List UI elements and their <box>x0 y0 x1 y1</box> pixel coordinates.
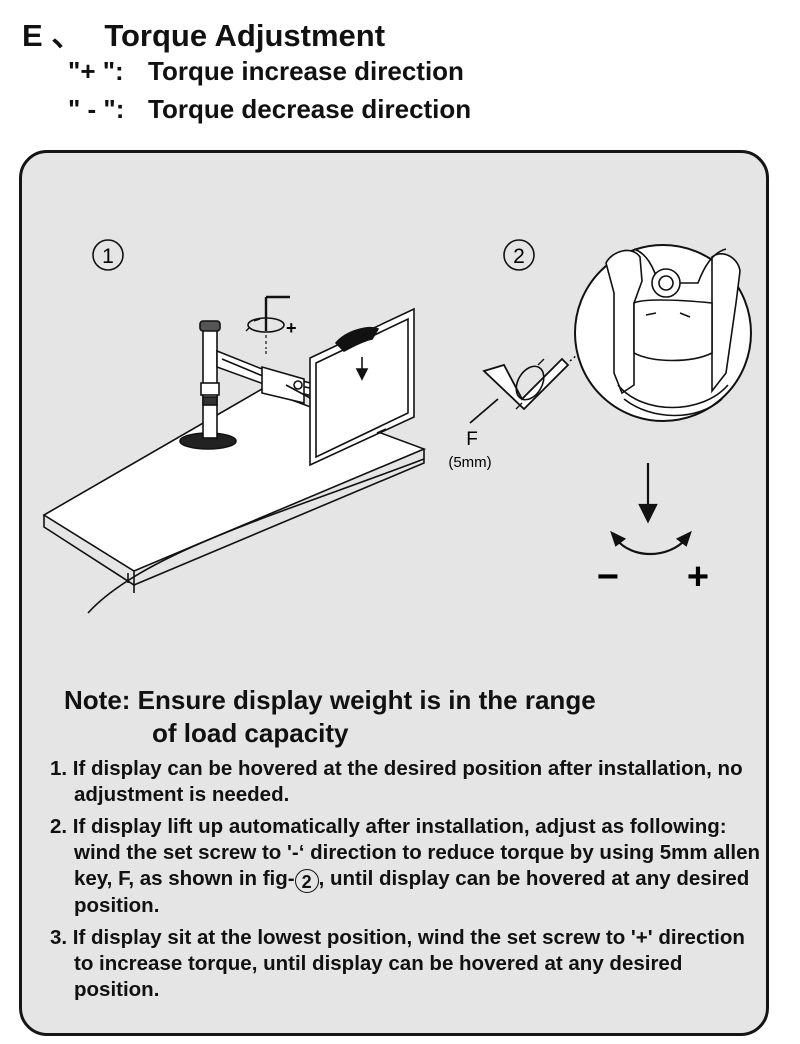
direction-minus-sign: − <box>597 556 619 598</box>
legend-symbol-minus: " - ": <box>68 94 125 124</box>
fig2-label-circle <box>503 239 535 271</box>
note-title: Note: Ensure display weight is in the ra… <box>64 684 596 750</box>
arm-plus-sign: + <box>286 318 297 338</box>
fig1-label-circle <box>92 239 124 271</box>
allen-key-icon <box>245 295 290 357</box>
monitor-arm-illustration <box>179 320 319 450</box>
legend-text-increase: Torque increase direction <box>148 56 464 86</box>
fig2-label-number: 2 <box>513 245 525 268</box>
tool-size-label: (5mm) <box>448 454 491 471</box>
fig1-label-number: 1 <box>102 245 114 268</box>
note-item-2-text-before: 2. If display lift up automatically afte… <box>50 815 761 890</box>
section-separator: 、 <box>51 18 83 53</box>
note-list: 1. If display can be hovered at the desi… <box>50 756 762 1009</box>
fig-ref-circle: 2 <box>294 869 319 893</box>
section-title-text: Torque Adjustment <box>104 18 386 53</box>
note-item-3: 3. If display sit at the lowest position… <box>50 926 745 1001</box>
note-item-2-text-after: , until display can be hovered at any de… <box>74 867 750 917</box>
note-item-2: 2. If display lift up automatically afte… <box>50 814 762 919</box>
monitor-illustration <box>309 307 415 467</box>
note-title-line2: of load capacity <box>152 718 349 748</box>
allen-key-f-icon <box>469 357 570 424</box>
torque-screw-detail <box>574 244 752 422</box>
instruction-panel: 1 <box>19 150 769 1036</box>
direction-plus-sign: + <box>687 556 709 598</box>
torque-direction-indicator <box>610 463 692 556</box>
legend-decrease: " - ": Torque decrease direction <box>68 94 471 125</box>
section-title: E 、 Torque Adjustment <box>22 10 385 55</box>
note-title-line1: Note: Ensure display weight is in the ra… <box>64 685 596 715</box>
section-letter: E <box>22 18 43 53</box>
legend-symbol-plus: "+ ": <box>68 56 124 86</box>
legend-increase: "+ ": Torque increase direction <box>68 56 464 87</box>
legend-text-decrease: Torque decrease direction <box>148 94 472 124</box>
hand-press-icon <box>334 327 380 381</box>
tool-label-f: F <box>466 429 478 450</box>
installation-figures: 1 <box>42 239 752 614</box>
note-item-1: 1. If display can be hovered at the desi… <box>50 757 743 806</box>
